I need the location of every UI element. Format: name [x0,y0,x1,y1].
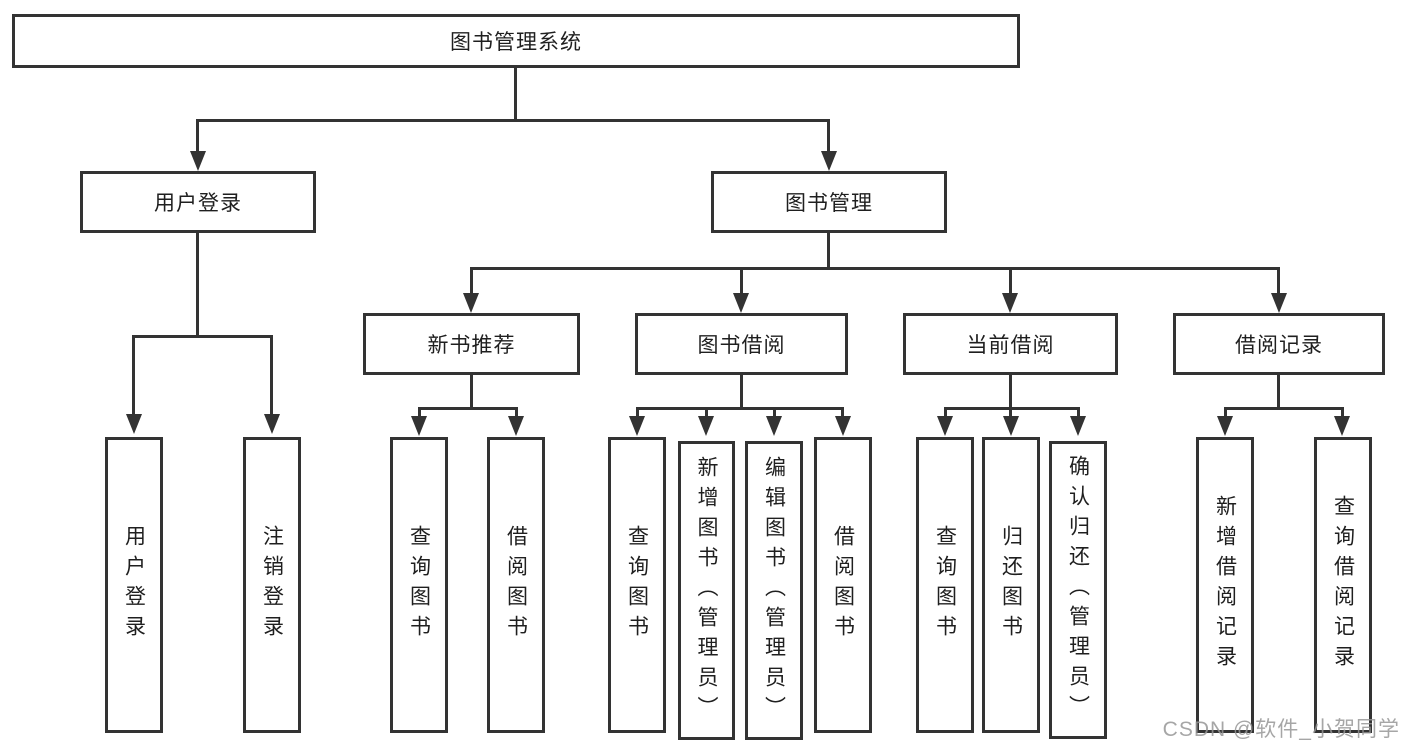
arrow-down-icon [698,416,714,436]
connector-line [636,407,639,418]
connector-line [196,119,830,122]
node-borrow-book-leaf: 借阅图书 [814,437,872,733]
node-book-management-label: 图书管理 [785,192,873,215]
node-query-book-current: 查询图书 [916,437,974,733]
connector-line [944,407,1080,410]
connector-line [418,407,421,418]
node-user-login-leaf: 用户登录 [105,437,163,733]
arrow-down-icon [821,151,837,171]
node-edit-book-admin: 编辑图书（管理员） [745,441,803,740]
node-add-book-admin-label: 新增图书（管理员） [695,455,718,726]
arrow-down-icon [937,416,953,436]
node-book-management: 图书管理 [711,171,947,233]
arrow-down-icon [411,416,427,436]
node-borrow-book-leaf-label: 借阅图书 [831,525,855,645]
arrow-down-icon [766,416,782,436]
node-book-borrowing-label: 图书借阅 [697,334,786,357]
connector-line [418,407,518,410]
connector-line [841,407,844,418]
node-new-book-recommend: 新书推荐 [363,313,580,375]
connector-line [470,375,473,409]
arrow-down-icon [1003,416,1019,436]
node-logout-leaf-label: 注销登录 [260,525,284,645]
node-user-login-leaf-label: 用户登录 [122,525,146,645]
connector-line [196,119,199,153]
node-add-book-admin: 新增图书（管理员） [678,441,735,740]
node-query-borrow-record-label: 查询借阅记录 [1331,495,1355,675]
connector-line [636,407,844,410]
connector-line [1077,407,1080,418]
connector-line [740,375,743,409]
node-query-book-borrowing-label: 查询图书 [625,525,649,645]
connector-line [132,335,135,415]
arrow-down-icon [835,416,851,436]
node-query-book-recommend: 查询图书 [390,437,448,733]
node-confirm-return-admin-label: 确认归还（管理员） [1066,455,1090,725]
node-return-book-label: 归还图书 [999,525,1023,645]
arrow-down-icon [1217,416,1233,436]
arrow-down-icon [508,416,524,436]
connector-line [270,335,273,415]
connector-line [1341,407,1344,418]
arrow-down-icon [1271,293,1287,313]
connector-line [1009,407,1012,418]
node-confirm-return-admin: 确认归还（管理员） [1049,441,1107,739]
node-root-system-label: 图书管理系统 [450,31,582,54]
arrow-down-icon [190,151,206,171]
connector-line [827,119,830,153]
connector-line [515,407,518,418]
connector-line [773,407,776,418]
node-current-borrowing: 当前借阅 [903,313,1118,375]
arrow-down-icon [1334,416,1350,436]
connector-line [740,267,743,295]
connector-line [1277,375,1280,409]
node-borrowing-records: 借阅记录 [1173,313,1385,375]
node-query-book-recommend-label: 查询图书 [407,525,431,645]
arrow-down-icon [463,293,479,313]
node-current-borrowing-label: 当前借阅 [966,334,1055,357]
node-user-login-label: 用户登录 [154,192,242,215]
node-edit-book-admin-label: 编辑图书（管理员） [762,455,786,726]
connector-line [705,407,708,418]
node-add-borrow-record-label: 新增借阅记录 [1213,495,1237,675]
node-borrow-book-recommend: 借阅图书 [487,437,545,733]
node-query-book-borrowing: 查询图书 [608,437,666,733]
node-new-book-recommend-label: 新书推荐 [427,334,516,357]
node-borrowing-records-label: 借阅记录 [1235,334,1323,357]
connector-line [1009,375,1012,409]
node-book-borrowing: 图书借阅 [635,313,848,375]
connector-line [944,407,947,418]
connector-line [470,267,1279,270]
connector-line [514,68,517,121]
node-logout-leaf: 注销登录 [243,437,301,733]
connector-line [1009,267,1012,295]
arrow-down-icon [629,416,645,436]
connector-line [470,267,473,295]
node-user-login: 用户登录 [80,171,316,233]
arrow-down-icon [1002,293,1018,313]
arrow-down-icon [264,414,280,434]
connector-line [1224,407,1227,418]
node-query-borrow-record: 查询借阅记录 [1314,437,1372,733]
node-add-borrow-record: 新增借阅记录 [1196,437,1254,733]
arrow-down-icon [733,293,749,313]
node-query-book-current-label: 查询图书 [933,525,957,645]
arrow-down-icon [126,414,142,434]
node-root-system: 图书管理系统 [12,14,1020,68]
connector-line [827,233,830,269]
connector-line [1224,407,1344,410]
node-borrow-book-recommend-label: 借阅图书 [504,525,528,645]
watermark: CSDN @软件_小贺同学 [1162,718,1400,741]
connector-line [132,335,273,338]
connector-line [196,233,199,337]
node-return-book: 归还图书 [982,437,1040,733]
arrow-down-icon [1070,416,1086,436]
connector-line [1277,267,1280,295]
